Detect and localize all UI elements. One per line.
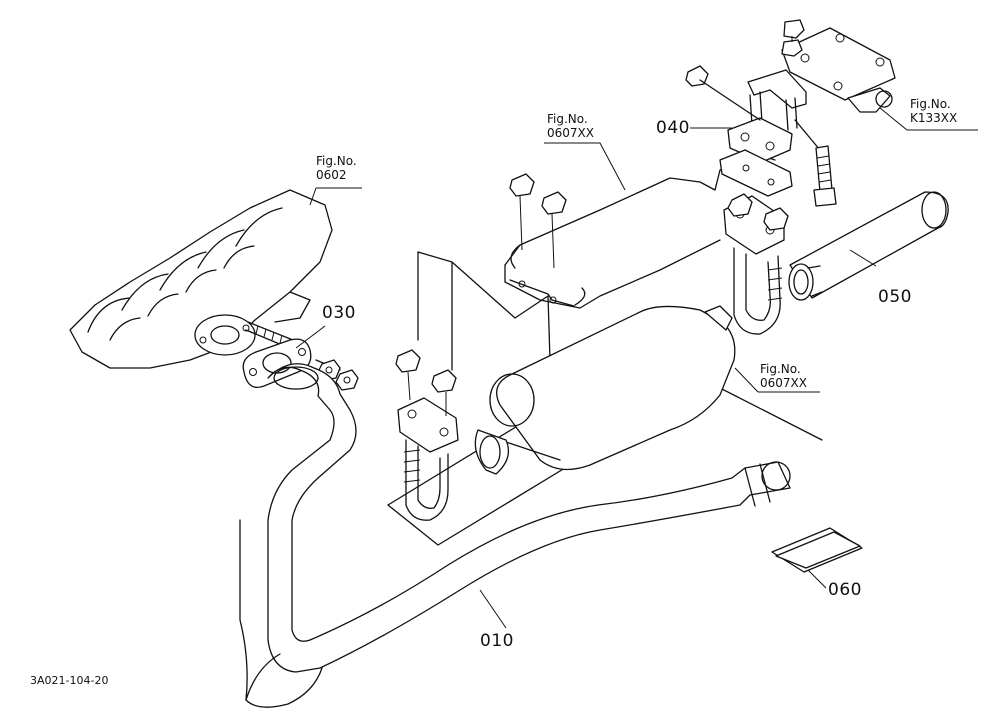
part-number-030: 030: [322, 303, 356, 323]
frame-bracket: [781, 19, 896, 113]
phantom-lines: [417, 251, 551, 371]
lower-u-bolt-clamp: [395, 349, 459, 521]
muffler-lower: [387, 305, 823, 546]
tail-pipe: [788, 191, 949, 301]
fig-ref-frame: Fig.No. K133XX: [910, 97, 957, 125]
fig-ref-manifold: Fig.No. 0602: [316, 154, 357, 182]
part-number-050: 050: [878, 287, 912, 307]
fig-ref-muffler-upper-l1: Fig.No.: [547, 112, 588, 126]
fig-ref-manifold-l1: Fig.No.: [316, 154, 357, 168]
fig-ref-frame-l2: K133XX: [910, 111, 958, 125]
part-number-010: 010: [480, 631, 514, 651]
upper-u-bolt-clamp: [723, 193, 789, 335]
exhaust-pipe: [239, 363, 791, 708]
fig-ref-manifold-l2: 0602: [316, 168, 347, 182]
part-number-040: 040: [656, 118, 690, 138]
fig-ref-muffler-upper-l2: 0607XX: [547, 126, 594, 140]
fig-ref-muffler-lower: Fig.No. 0607XX: [760, 362, 807, 390]
fig-ref-muffler-upper: Fig.No. 0607XX: [547, 112, 594, 140]
fig-ref-muffler-lower-l1: Fig.No.: [760, 362, 801, 376]
muffler-hanger: [719, 69, 807, 197]
exhaust-manifold: [69, 189, 333, 369]
hanger-bolts: [685, 65, 837, 207]
fig-ref-muffler-lower-l2: 0607XX: [760, 376, 807, 390]
drawing-code: 3A021-104-20: [30, 674, 109, 687]
fig-ref-frame-l1: Fig.No.: [910, 97, 951, 111]
muffler-nuts-upper: [509, 173, 567, 269]
leader-lines: [295, 107, 978, 629]
gasket: [242, 338, 312, 389]
part-number-060: 060: [828, 580, 862, 600]
label-sticker: [771, 527, 863, 573]
